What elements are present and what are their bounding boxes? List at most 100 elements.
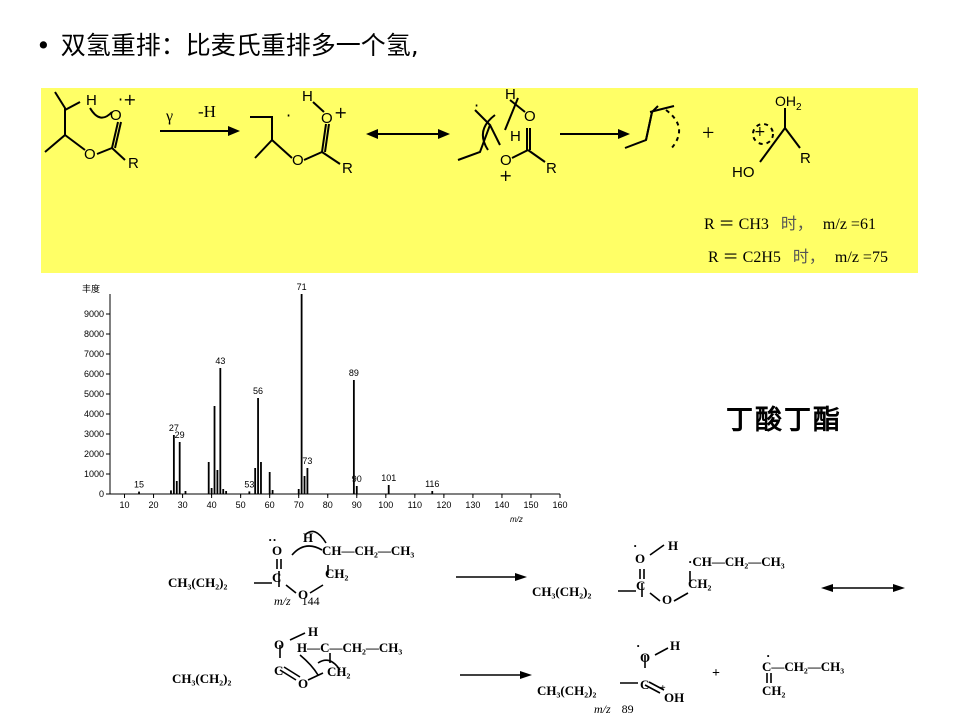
- radical-plus-icon: ·+: [118, 90, 137, 109]
- radical-dot-icon: ··: [268, 532, 277, 547]
- x-tick-label: 120: [436, 500, 451, 510]
- atom-r-1: R: [128, 155, 139, 172]
- fragment-c: C—CH₂—CH₃: [762, 659, 844, 675]
- atom-c: C: [272, 570, 282, 585]
- mechanism-top-diagram: [44, 91, 801, 165]
- atom-r-3: R: [546, 160, 557, 177]
- peak-label: 71: [297, 282, 307, 292]
- atom-ho: HO: [732, 164, 755, 181]
- x-tick-label: 160: [552, 500, 567, 510]
- plus-charge-icon: +: [334, 103, 348, 122]
- case-suffix: 时，: [780, 216, 813, 233]
- mz-label: m/z: [274, 594, 291, 608]
- peak-label: 116: [425, 479, 439, 489]
- y-tick-label: 7000: [84, 349, 104, 359]
- radical-dot-icon: ·: [688, 554, 693, 569]
- ch-label: CH—CH₂—CH₃: [322, 543, 414, 559]
- atom-h-3b: H: [510, 128, 521, 145]
- chain-label: CH₃(CH₂)₂: [532, 584, 592, 599]
- plus-charge-icon: +: [754, 124, 766, 140]
- atom-o-3: O: [524, 108, 536, 125]
- atom-o-top: O: [635, 551, 646, 566]
- atom-c: C: [640, 677, 650, 692]
- x-tick-label: 70: [294, 500, 304, 510]
- x-tick-label: 110: [408, 500, 422, 510]
- atom-h-3: H: [505, 86, 516, 103]
- ch2-label: CH₂: [688, 576, 712, 591]
- case-mz: m/z =75: [834, 249, 888, 266]
- peak-label: 29: [175, 430, 185, 440]
- atom-oh: OH: [664, 690, 685, 705]
- atom-o-top: O: [640, 650, 651, 665]
- y-tick-label: 9000: [84, 309, 104, 319]
- bullet-icon: •: [36, 31, 51, 60]
- mz-value: 144: [301, 594, 320, 608]
- x-axis-label: m/z: [510, 515, 523, 524]
- hc-label: H—C—CH₂—CH₃: [297, 640, 402, 656]
- slide-title: • 双氢重排：比麦氏重排多一个氢,: [36, 26, 419, 62]
- chain-label: CH₃(CH₂)₂: [172, 671, 232, 686]
- atom-o-2: O: [321, 110, 333, 127]
- atom-oh2: OH2: [775, 93, 802, 113]
- atom-o-top: O: [274, 637, 285, 652]
- plus-sign: +: [702, 120, 715, 145]
- ch-text: CH: [322, 543, 342, 558]
- x-tick-label: 140: [494, 500, 509, 510]
- atom-o-2b: O: [292, 152, 304, 169]
- case-r-label: R ＝ C2H5: [708, 249, 781, 266]
- peak-label: 27: [169, 423, 179, 433]
- x-tick-label: 130: [465, 500, 480, 510]
- x-tick-label: 40: [207, 500, 217, 510]
- x-tick-label: 150: [523, 500, 538, 510]
- peak-label: 89: [349, 368, 359, 378]
- atom-h: H: [308, 624, 319, 639]
- case-mz: m/z =61: [822, 216, 876, 233]
- atom-c: C: [274, 663, 284, 678]
- peak-label: 53: [244, 479, 254, 489]
- atom-h: H: [670, 638, 681, 653]
- y-tick-label: 2000: [84, 449, 104, 459]
- mz-value: 89: [621, 702, 634, 716]
- fragment-ch2: CH₂: [762, 683, 786, 698]
- radical-dot-icon: ·: [636, 638, 641, 653]
- ch-tail: —CH₂—CH₃: [329, 640, 403, 655]
- atom-h: H: [668, 538, 679, 553]
- mz-89: m/z 89: [594, 702, 634, 717]
- atom-o-1: O: [110, 107, 122, 124]
- y-tick-label: 8000: [84, 329, 104, 339]
- fragment-tail: —CH₂—CH₃: [771, 659, 845, 674]
- atom-h: H: [303, 530, 314, 545]
- atom-o-ring: O: [298, 676, 309, 691]
- radical-dot-icon: ·: [766, 648, 771, 663]
- compound-name: 丁酸丁酯: [726, 405, 842, 436]
- peak-label: 15: [134, 480, 144, 490]
- atom-o-top: O: [272, 543, 283, 558]
- y-tick-label: 6000: [84, 369, 104, 379]
- y-tick-label: 4000: [84, 409, 104, 419]
- peak-label: 43: [215, 356, 225, 366]
- ch2-label: CH₂: [327, 664, 351, 679]
- plus-sign: +: [712, 666, 720, 681]
- chain-label: CH₃(CH₂)₂: [537, 683, 597, 698]
- atom-o-3b: O: [500, 152, 512, 169]
- plus-charge-icon: +: [499, 166, 513, 185]
- mz-144: m/z 144: [274, 594, 320, 609]
- case-row-1: R ＝ CH3 时， m/z =61: [704, 210, 876, 234]
- atom-r-4: R: [800, 150, 811, 167]
- case-row-2: R ＝ C2H5 时， m/z =75: [708, 243, 888, 267]
- hc-text: H—C: [297, 640, 330, 655]
- case-r-label: R ＝ CH3: [704, 216, 769, 233]
- ch-label: ·CH—CH₂—CH₃: [688, 554, 785, 570]
- peak-label: 73: [302, 456, 312, 466]
- atom-h-2: H: [302, 88, 313, 105]
- x-tick-label: 30: [178, 500, 188, 510]
- plus-charge-icon: +: [660, 683, 666, 694]
- atom-c: C: [636, 578, 646, 593]
- x-tick-label: 20: [149, 500, 159, 510]
- mz-label: m/z: [594, 702, 611, 716]
- arrow-label-gamma: γ: [166, 108, 174, 125]
- x-tick-label: 60: [265, 500, 275, 510]
- title-text: 双氢重排：比麦氏重排多一个氢,: [60, 31, 419, 60]
